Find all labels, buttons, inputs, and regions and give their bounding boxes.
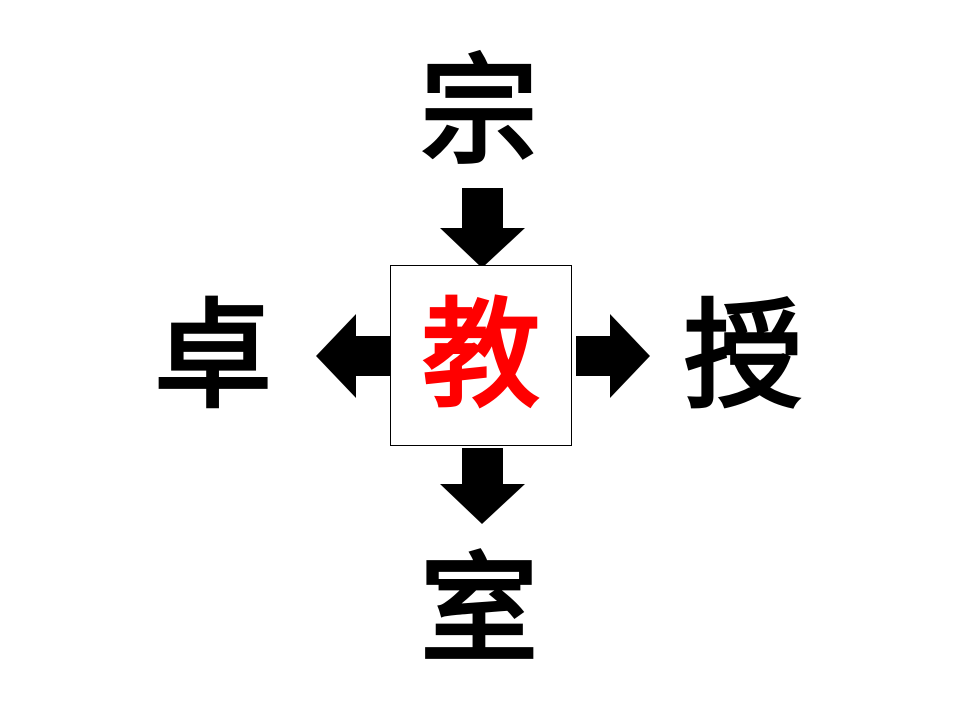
kanji-right: 授	[683, 287, 802, 425]
arrow-right-icon	[576, 314, 650, 398]
arrow-down-icon	[440, 448, 525, 524]
arrow-down-icon	[440, 188, 525, 268]
kanji-left: 卓	[153, 287, 272, 425]
kanji-bottom: 室	[419, 541, 538, 679]
center-box: 教	[390, 265, 572, 446]
kanji-top: 宗	[419, 43, 538, 181]
arrow-left-icon	[316, 314, 390, 398]
kanji-center: 教	[421, 286, 540, 424]
